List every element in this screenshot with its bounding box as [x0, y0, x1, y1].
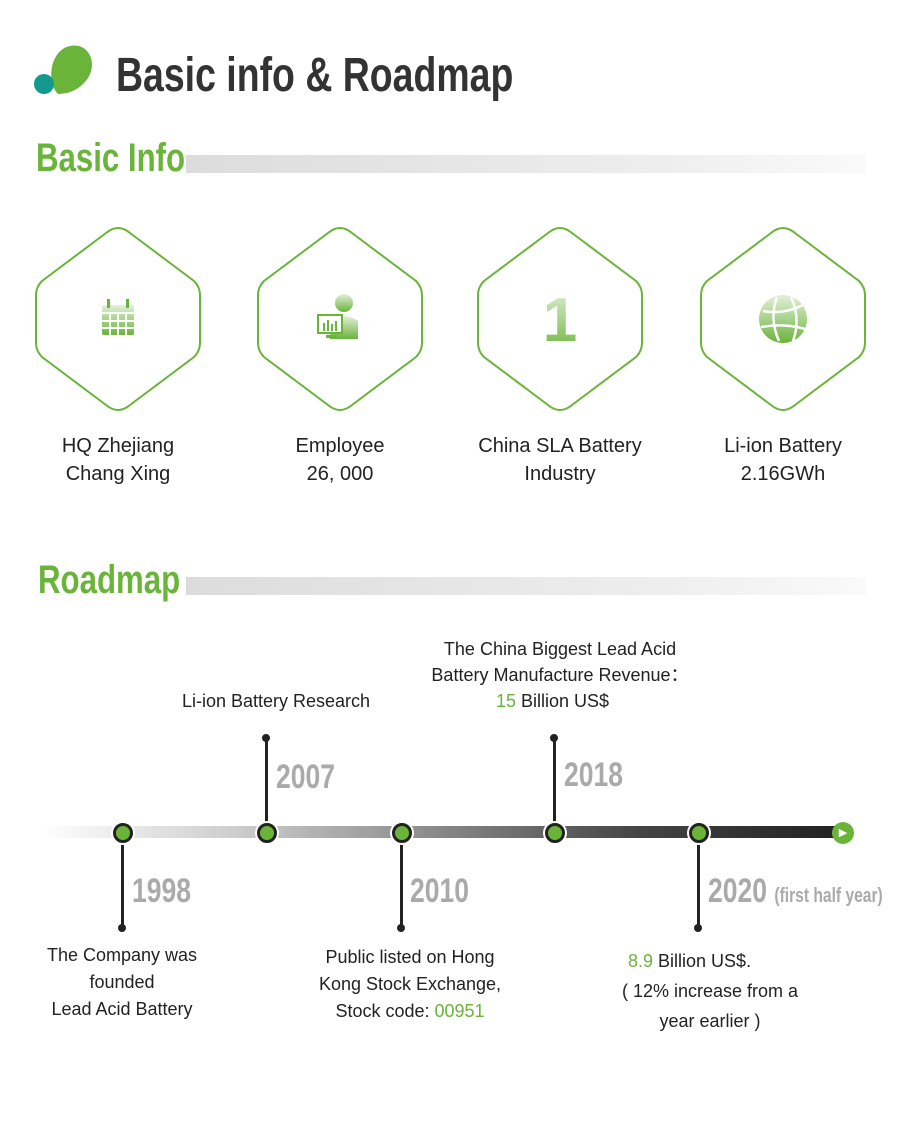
stem-end-dot — [694, 924, 702, 932]
timeline-stem — [265, 738, 268, 826]
svg-text:1: 1 — [543, 286, 577, 355]
stem-end-dot — [262, 734, 270, 742]
number-one-icon: 1 — [543, 286, 577, 355]
label-line: Li-ion Battery — [724, 435, 842, 457]
info-card-label: Li-ion Battery 2.16GWh — [673, 432, 893, 488]
stock-code: 00951 — [434, 1001, 485, 1021]
year-label-2010: 2010 — [410, 872, 469, 910]
calendar-icon — [102, 299, 134, 335]
label-line: Chang Xing — [65, 463, 171, 485]
logo-icon — [34, 45, 92, 94]
info-card-label: Employee 26, 000 — [230, 432, 450, 488]
timeline-stem — [121, 838, 124, 926]
timeline-node-2018 — [545, 823, 565, 843]
label-line: 26, 000 — [306, 463, 374, 485]
stem-end-dot — [550, 734, 558, 742]
section-divider — [186, 155, 866, 173]
timeline-stem — [400, 838, 403, 926]
label-line: HQ Zhejiang — [61, 435, 175, 457]
year-label-2020: 2020 (first half year) — [708, 872, 883, 910]
label-line: 2.16GWh — [740, 463, 826, 485]
stem-end-dot — [118, 924, 126, 932]
timeline-stem — [553, 738, 556, 826]
event-description-2007: Li-ion Battery Research — [181, 691, 371, 711]
label-line: Industry — [524, 463, 596, 485]
info-card-hexagon — [33, 224, 203, 414]
section-title-basic-info: Basic Info — [36, 136, 186, 180]
timeline-node-2020 — [689, 823, 709, 843]
revenue-value: 8.9 — [628, 951, 654, 971]
timeline-arrow-icon: ▶ — [832, 822, 854, 844]
year-label-2018: 2018 — [564, 756, 623, 794]
info-card-hexagon — [255, 224, 425, 414]
page-title: Basic info & Roadmap — [116, 49, 514, 102]
employee-icon — [317, 294, 358, 339]
timeline-node-2010 — [392, 823, 412, 843]
section-title-roadmap: Roadmap — [38, 558, 181, 602]
year-note: (first half year) — [774, 885, 883, 907]
timeline-line — [40, 826, 840, 838]
section-divider — [186, 577, 866, 595]
timeline-stem — [697, 838, 700, 926]
info-card-hexagon — [698, 224, 868, 414]
year-label-2007: 2007 — [276, 758, 335, 796]
timeline-node-1998 — [113, 823, 133, 843]
globe-icon — [759, 295, 807, 343]
stem-end-dot — [397, 924, 405, 932]
info-card-hexagon: 1 — [475, 224, 645, 414]
year-label-1998: 1998 — [132, 872, 191, 910]
revenue-value: 15 — [496, 691, 517, 711]
timeline-node-2007 — [257, 823, 277, 843]
label-line: China SLA Battery — [478, 435, 642, 457]
label-line: Employee — [295, 435, 385, 457]
